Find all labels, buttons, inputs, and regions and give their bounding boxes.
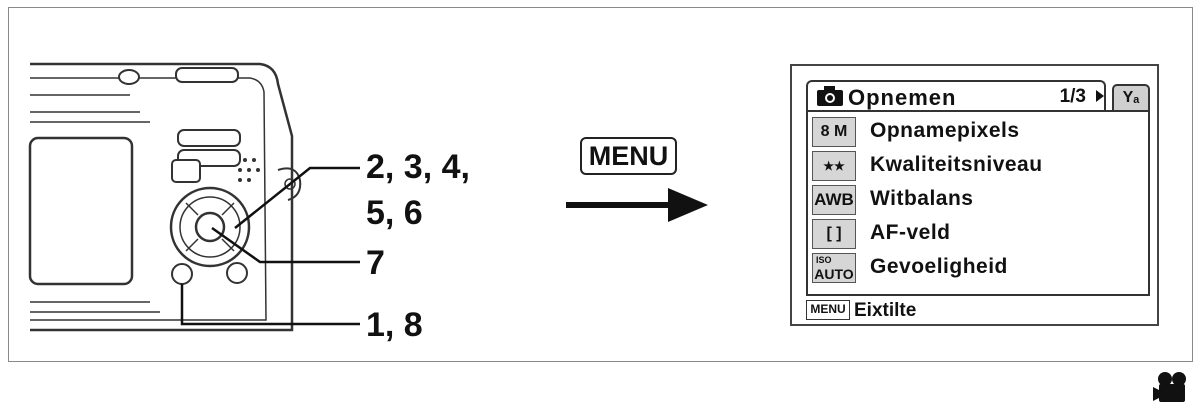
menu-button-on-camera [171, 263, 193, 285]
playback-button [171, 159, 201, 183]
ok-button [194, 211, 226, 243]
leader-lines [180, 166, 360, 326]
list-item-label: Gevoeligheid [870, 255, 1008, 278]
callout-5-6: 5, 6 [366, 194, 423, 232]
callout-1-8: 1, 8 [366, 306, 423, 344]
footer-menu-key: MENU [806, 300, 850, 320]
menu-key-label: MENU [580, 137, 677, 175]
right-arrow [566, 188, 708, 222]
af-area-icon: [ ] [812, 219, 856, 249]
tab-opnemen[interactable]: Opnemen 1/3 [806, 80, 1106, 110]
quality-level-icon: ★★ [812, 151, 856, 181]
green-button [226, 262, 248, 284]
list-item-label: Kwaliteitsniveau [870, 153, 1043, 176]
list-item[interactable]: [ ] AF-veld [808, 218, 1148, 250]
callout-2-3-4: 2, 3, 4, [366, 148, 470, 186]
list-item-label: AF-veld [870, 221, 951, 244]
diagram-frame [8, 7, 1193, 362]
tab-setup[interactable]: Yₐ [1112, 84, 1150, 110]
camera-icon [817, 86, 843, 106]
iso-icon-top: ISO [816, 255, 832, 265]
white-balance-icon: AWB [812, 185, 856, 215]
list-item[interactable]: 8 M Opnamepixels [808, 116, 1148, 148]
wrench-icon: Yₐ [1122, 89, 1140, 106]
camera-body-inner [30, 77, 267, 321]
list-item[interactable]: ★★ Kwaliteitsniveau [808, 150, 1148, 182]
footer-exit-text: Eixtilte [854, 300, 917, 321]
list-item[interactable]: AWB Witbalans [808, 184, 1148, 216]
list-item[interactable]: ISO AUTO Gevoeligheid [808, 252, 1148, 284]
movie-camera-icon [1153, 372, 1186, 402]
tab-title: Opnemen [848, 85, 957, 110]
lcd-screen [28, 136, 134, 286]
shutter-controls [118, 67, 239, 85]
page-indicator: 1/3 [1059, 86, 1086, 107]
page-next-icon [1096, 90, 1104, 102]
camera-body-outline [30, 62, 294, 332]
iso-icon-bottom: AUTO [814, 266, 854, 282]
recorded-pixels-icon: 8 M [812, 117, 856, 147]
menu-screen: Opnemen 1/3 Yₐ 8 M Opnamepixels ★★ Kwali… [790, 64, 1159, 326]
callout-7: 7 [366, 244, 385, 282]
menu-list: 8 M Opnamepixels ★★ Kwaliteitsniveau AWB… [806, 110, 1150, 296]
list-item-label: Witbalans [870, 187, 974, 210]
list-item-label: Opnamepixels [870, 119, 1020, 142]
iso-sensitivity-icon: ISO AUTO [812, 253, 856, 283]
